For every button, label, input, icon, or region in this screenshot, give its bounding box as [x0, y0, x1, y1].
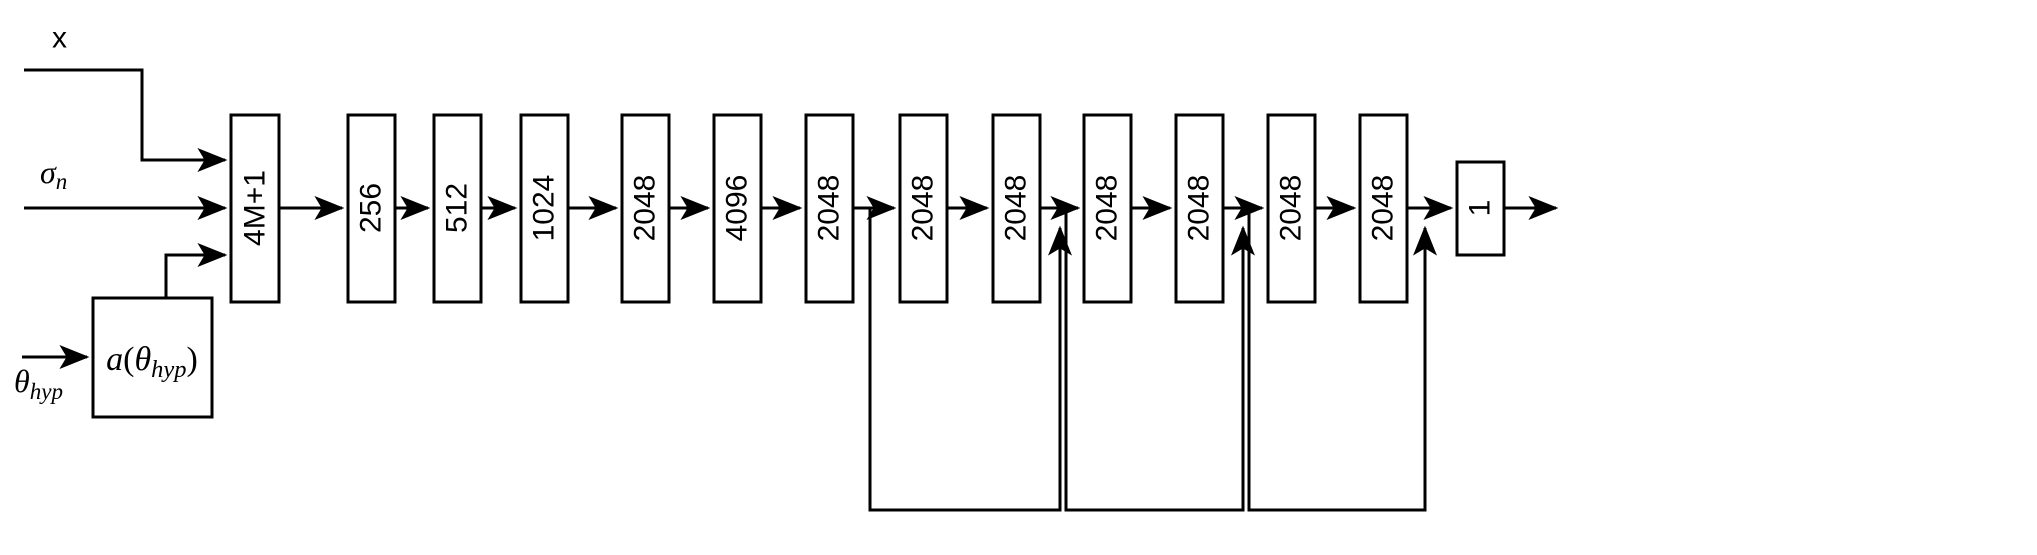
skip-connection-3 — [1247, 208, 1437, 512]
skip-connection-1 — [868, 208, 1072, 512]
layer-label-output: 1 — [1464, 200, 1497, 217]
layer-box-11[interactable] — [1266, 113, 1317, 304]
input-label-sigma-n: σn — [40, 154, 67, 194]
skip-connection-2 — [1064, 208, 1255, 512]
layer-box-2[interactable] — [432, 113, 483, 304]
layer-label-8: 2048 — [1000, 175, 1033, 242]
layer-label-12: 2048 — [1367, 175, 1400, 242]
input-label-x: x — [52, 22, 67, 55]
layer-box-7[interactable] — [898, 113, 949, 304]
layer-label-2: 512 — [441, 183, 474, 233]
layer-label-9: 2048 — [1091, 175, 1124, 242]
layer-box-3[interactable] — [519, 113, 570, 304]
layer-box-10[interactable] — [1174, 113, 1225, 304]
layer-label-6: 2048 — [813, 175, 846, 242]
layer-box-4[interactable] — [620, 113, 671, 304]
layer-box-8[interactable] — [991, 113, 1042, 304]
a-theta-hyp-label: a(θhyp) — [106, 341, 198, 383]
layer-label-0: 4M+1 — [239, 170, 272, 246]
layer-box-9[interactable] — [1082, 113, 1133, 304]
wire-hyper-to-trunk — [164, 243, 228, 298]
layer-box-5[interactable] — [712, 113, 763, 304]
layer-label-1: 256 — [355, 183, 388, 233]
layer-label-7: 2048 — [907, 175, 940, 242]
layer-label-11: 2048 — [1275, 175, 1308, 242]
layer-label-5: 4096 — [721, 175, 754, 242]
layer-box-1[interactable] — [346, 113, 397, 304]
layer-label-4: 2048 — [629, 175, 662, 242]
wire-input-x — [24, 68, 228, 172]
layer-box-6[interactable] — [804, 113, 855, 304]
layer-label-10: 2048 — [1183, 175, 1216, 242]
layer-box-12[interactable] — [1358, 113, 1409, 304]
layer-box-output[interactable] — [1455, 160, 1506, 257]
a-theta-hyp-block[interactable] — [91, 296, 214, 419]
layer-stack: 4M+1 256 512 1024 2048 4096 2048 2048 20… — [229, 113, 1506, 304]
layer-label-3: 1024 — [528, 175, 561, 242]
layer-box-0[interactable] — [229, 113, 281, 304]
input-label-theta-hyp: θhyp — [14, 363, 63, 404]
